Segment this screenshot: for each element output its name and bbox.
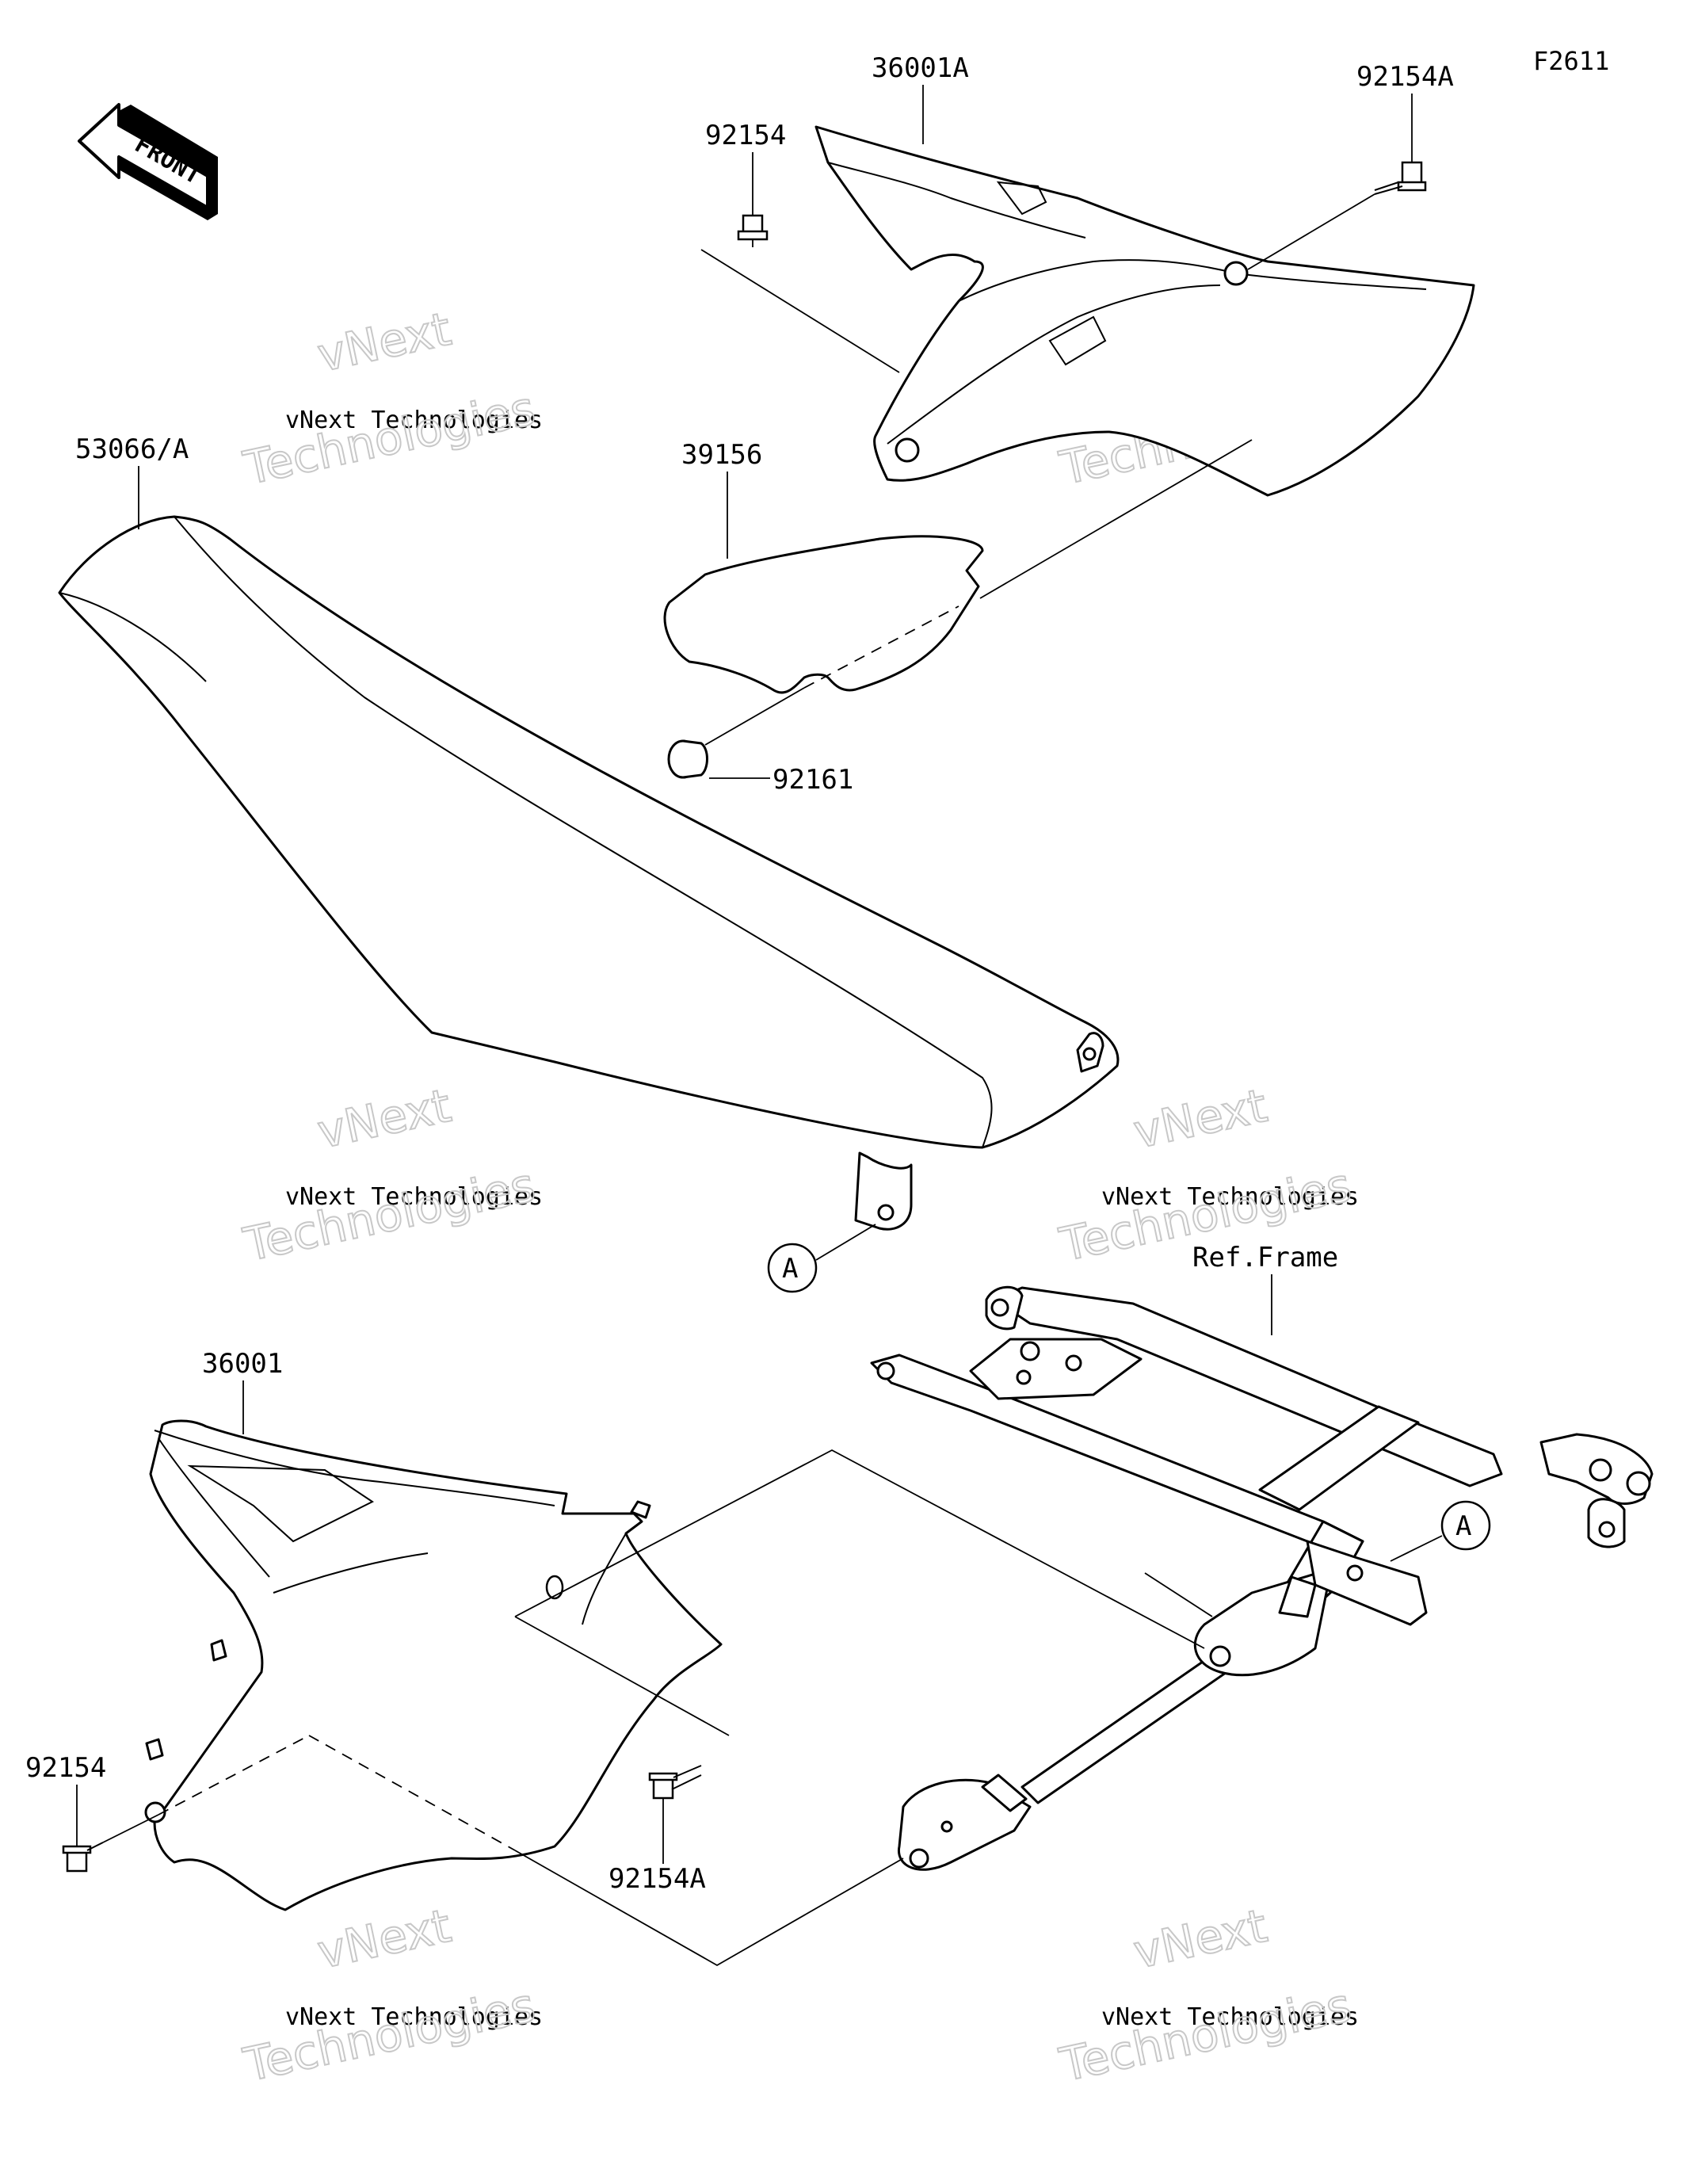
bolt-left-bottom	[62, 1842, 104, 1873]
connector-left-to-bolt	[514, 1616, 730, 1736]
callout-frame-ref: Ref.Frame	[1192, 1242, 1338, 1273]
ref-point-seat: A	[767, 1224, 876, 1293]
ref-point-frame: A	[1390, 1500, 1491, 1562]
watermark-line3: Technologies	[1055, 1978, 1356, 2092]
ref-point-seat-label: A	[782, 1253, 798, 1285]
callout-bolt-left-bottom: 92154	[25, 1752, 106, 1784]
leader-emblem-to-cover	[979, 439, 1253, 599]
watermark-line1: vNext	[313, 302, 456, 383]
ref-point-frame-label: A	[1455, 1510, 1471, 1542]
watermark-bottom-left: vNext vNext Technologies Technologies	[238, 1898, 544, 2093]
connector-frame-lower	[1144, 1572, 1213, 1617]
callout-side-cover-left: 36001	[202, 1348, 283, 1380]
callout-bolt-right-top-a: 92154A	[1356, 61, 1454, 93]
watermark-line1: vNext	[1129, 1899, 1272, 1980]
bolt-right-top-a	[1374, 161, 1427, 195]
watermark-line2: vNext Technologies	[1101, 1183, 1359, 1211]
callout-side-cover-right: 36001A	[872, 52, 969, 84]
watermark-top-left: vNext vNext Technologies Technologies	[238, 301, 544, 496]
bolt-right-top	[737, 214, 769, 247]
callout-emblem-plate: 39156	[681, 439, 762, 471]
watermark-line1: vNext	[313, 1079, 456, 1159]
side-cover-left	[144, 1419, 723, 1911]
callout-bolt-left-bottom-a: 92154A	[608, 1863, 706, 1895]
side-cover-right	[814, 125, 1475, 497]
frame	[870, 1285, 1654, 1871]
callout-damper: 92161	[773, 764, 853, 796]
callout-bolt-right-top: 92154	[705, 120, 786, 151]
leader-bolt-left-bottom-to-cover	[102, 1814, 159, 1843]
figure-code: F2611	[1533, 46, 1609, 76]
watermark-line2: vNext Technologies	[1101, 2003, 1359, 2031]
watermark-line1: vNext	[1129, 1079, 1272, 1159]
callout-seat: 53066/A	[75, 433, 189, 465]
dashed-left-lower	[158, 1735, 310, 1816]
watermark-line2: vNext Technologies	[285, 1183, 543, 1211]
connector-left-lower	[514, 1850, 904, 1967]
dashed-damper-path	[803, 605, 959, 689]
watermark-line2: vNext Technologies	[285, 2003, 543, 2031]
damper-92161	[667, 739, 708, 779]
leader-bolt-right-top-to-cover	[700, 249, 900, 373]
watermark-line3: Technologies	[239, 381, 540, 495]
watermark-line3: Technologies	[239, 1158, 540, 1272]
emblem-plate	[663, 535, 984, 694]
watermark-line2: vNext Technologies	[285, 407, 543, 434]
bolt-left-bottom-a	[648, 1765, 702, 1800]
watermark-bottom-right: vNext vNext Technologies Technologies	[1055, 1898, 1360, 2093]
watermark-mid-left: vNext vNext Technologies Technologies	[238, 1078, 544, 1273]
watermark-line1: vNext	[313, 1899, 456, 1980]
leader-bolt-right-top-a-to-cover	[1247, 193, 1375, 270]
connector-left-upper	[514, 1449, 1205, 1649]
watermark-line3: Technologies	[239, 1978, 540, 2092]
dashed-left-lower-2	[308, 1735, 516, 1851]
leader-damper-to-plate	[704, 687, 805, 746]
front-arrow-icon: FRONT	[78, 103, 218, 220]
seat	[58, 515, 1120, 1231]
